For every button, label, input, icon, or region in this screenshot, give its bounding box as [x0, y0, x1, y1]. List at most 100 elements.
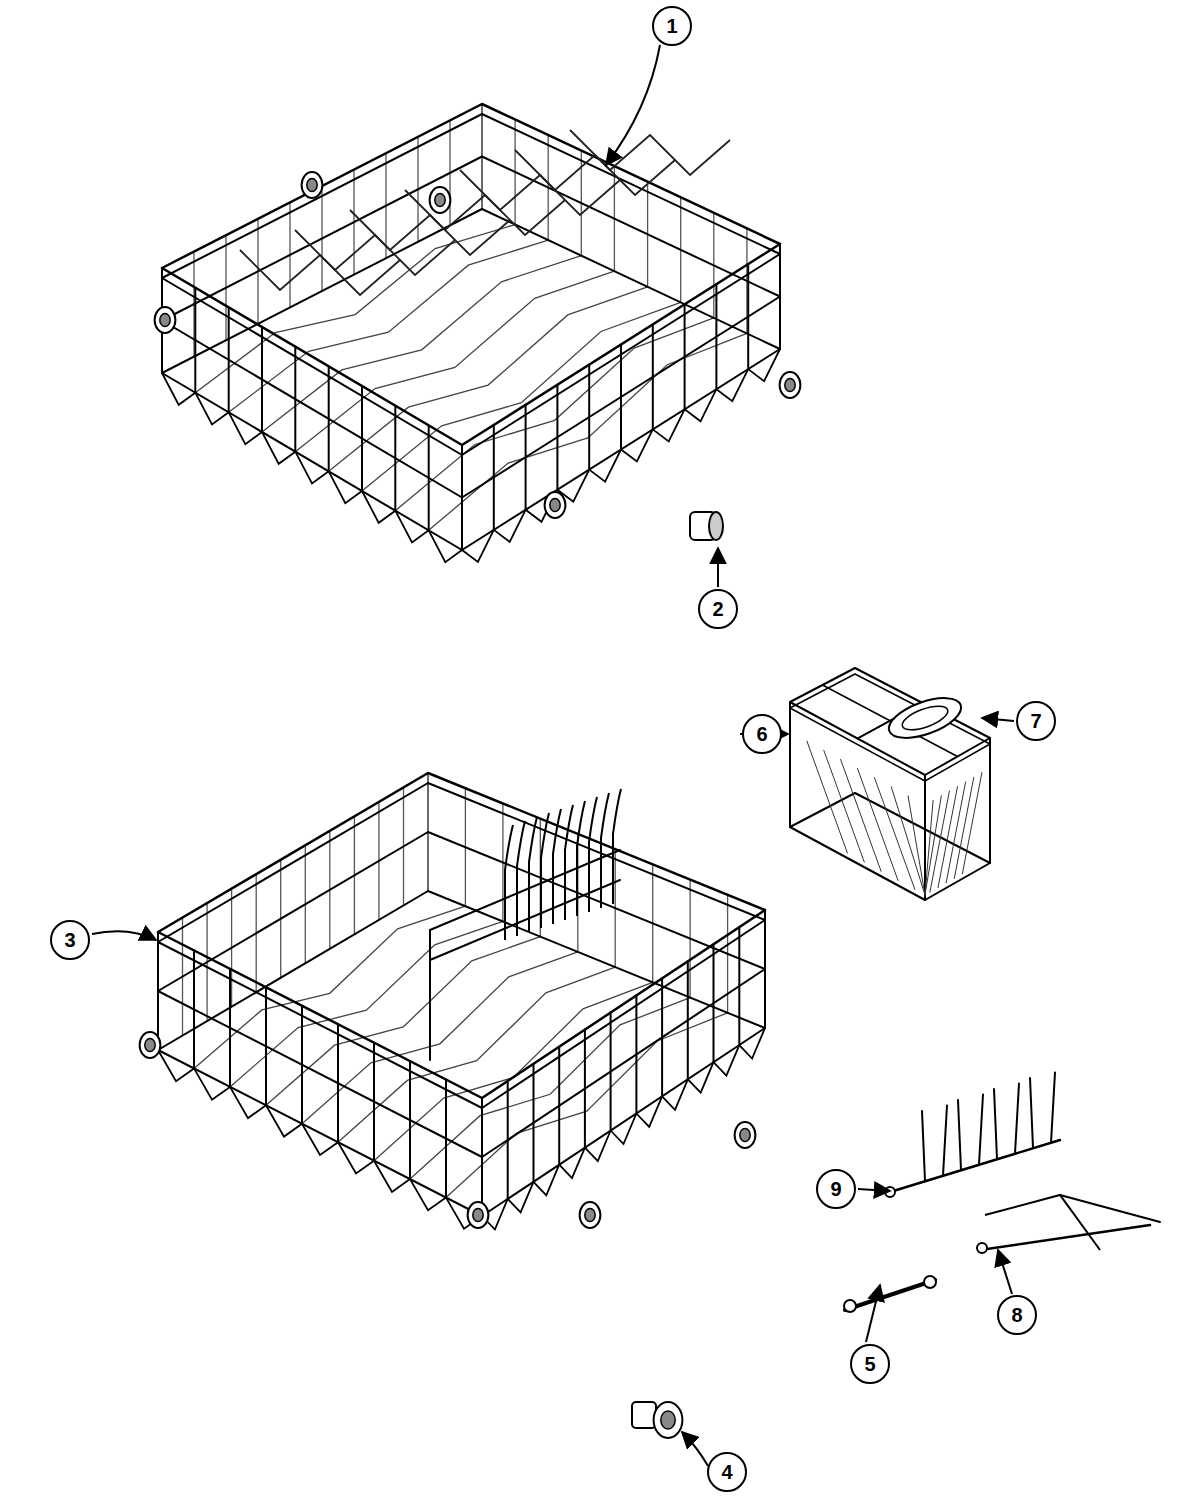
wire	[428, 425, 430, 530]
wire	[620, 345, 622, 450]
rack-wheel	[430, 187, 451, 213]
rack-wire	[462, 530, 494, 562]
wire	[265, 987, 267, 1105]
floor-wire	[429, 333, 747, 530]
wire	[845, 1280, 935, 1310]
upper-rack	[155, 104, 801, 562]
rack-wire	[262, 432, 295, 464]
wire	[715, 284, 717, 389]
wire	[943, 1106, 947, 1176]
leader-line	[982, 718, 1014, 721]
rack-wire	[395, 511, 428, 543]
rack-tine	[589, 797, 597, 912]
basket-lid	[899, 701, 950, 734]
rack-wire	[611, 1114, 637, 1145]
rack-divider	[295, 230, 455, 275]
rack-wheel	[654, 1402, 683, 1438]
callout-number: 8	[1011, 1305, 1022, 1325]
rack-rail	[790, 668, 990, 775]
leader-line	[92, 931, 156, 940]
wire	[493, 425, 495, 530]
rack-wire	[302, 1124, 338, 1155]
callout-number: 2	[698, 589, 738, 629]
wire	[738, 927, 740, 1045]
callout-number: 7	[1030, 711, 1041, 731]
wire	[989, 738, 991, 863]
rack-tine	[517, 821, 525, 936]
wire	[261, 327, 263, 432]
wire	[228, 307, 230, 412]
callout-number: 6	[742, 714, 782, 754]
wire	[481, 1098, 483, 1216]
wire	[610, 1013, 612, 1131]
rack-wheel	[160, 314, 170, 327]
silverware-basket	[790, 668, 990, 900]
rack-wire	[194, 1068, 230, 1099]
rack-wheel	[585, 1209, 595, 1222]
leader-line	[606, 45, 660, 165]
rack-wire	[688, 1062, 714, 1093]
wire	[525, 405, 527, 510]
lower-rack	[140, 773, 765, 1230]
wire	[661, 978, 663, 1096]
wire	[461, 445, 463, 550]
wire	[461, 445, 463, 550]
rack-wire	[685, 389, 717, 421]
wire	[789, 702, 791, 827]
callout-number: 1	[652, 6, 692, 46]
basket-lid	[884, 690, 966, 746]
tine-row	[885, 1187, 895, 1197]
rack-divider	[240, 250, 400, 295]
rack-wheel	[545, 492, 566, 518]
rack-rail	[790, 674, 990, 781]
rack-wire	[162, 373, 195, 405]
tine-row	[885, 1073, 1160, 1254]
tine-row	[977, 1243, 987, 1253]
rack-wire	[230, 1087, 266, 1118]
wire	[361, 386, 363, 491]
wire	[301, 1006, 303, 1124]
rack-rail	[158, 891, 765, 1216]
rack-wheel	[435, 194, 445, 207]
rack-wire	[266, 1105, 302, 1136]
rack-divider	[405, 190, 565, 235]
rack-wheel	[302, 172, 323, 198]
rack-wire	[589, 450, 621, 482]
rack-divider	[460, 170, 620, 215]
wire	[337, 1024, 339, 1142]
rack-divider	[350, 210, 510, 255]
rack-wire	[662, 1079, 688, 1110]
rack-wire	[429, 530, 462, 562]
wire	[373, 1043, 375, 1161]
callout-number: 6	[756, 724, 767, 744]
rack-rail	[162, 104, 780, 445]
rack-wheel	[145, 1039, 155, 1052]
wire	[922, 1111, 925, 1181]
rack-wheel	[468, 1202, 489, 1228]
rack-rail	[162, 114, 780, 455]
rack-wheel	[140, 1032, 161, 1058]
rack-rail	[158, 832, 765, 1157]
wire	[445, 1080, 447, 1198]
wire	[635, 996, 637, 1114]
tine-row	[985, 1195, 1100, 1250]
wire	[764, 910, 766, 1028]
rack-bracket	[924, 1276, 936, 1288]
rack-wheel	[740, 1129, 750, 1142]
wire	[229, 969, 231, 1087]
rack-wire	[410, 1179, 446, 1210]
wire	[429, 930, 431, 1060]
rack-wire	[374, 1161, 410, 1192]
wire	[994, 1089, 997, 1159]
rack-wheel	[780, 372, 801, 398]
wire	[807, 741, 848, 853]
rack-wheel	[632, 1402, 656, 1428]
wire	[558, 1047, 560, 1165]
wire	[430, 880, 620, 960]
rack-bushing	[709, 512, 723, 540]
wire	[874, 778, 915, 890]
rack-wire	[621, 429, 653, 461]
callout-number: 4	[721, 1462, 732, 1482]
wire	[958, 1100, 961, 1170]
